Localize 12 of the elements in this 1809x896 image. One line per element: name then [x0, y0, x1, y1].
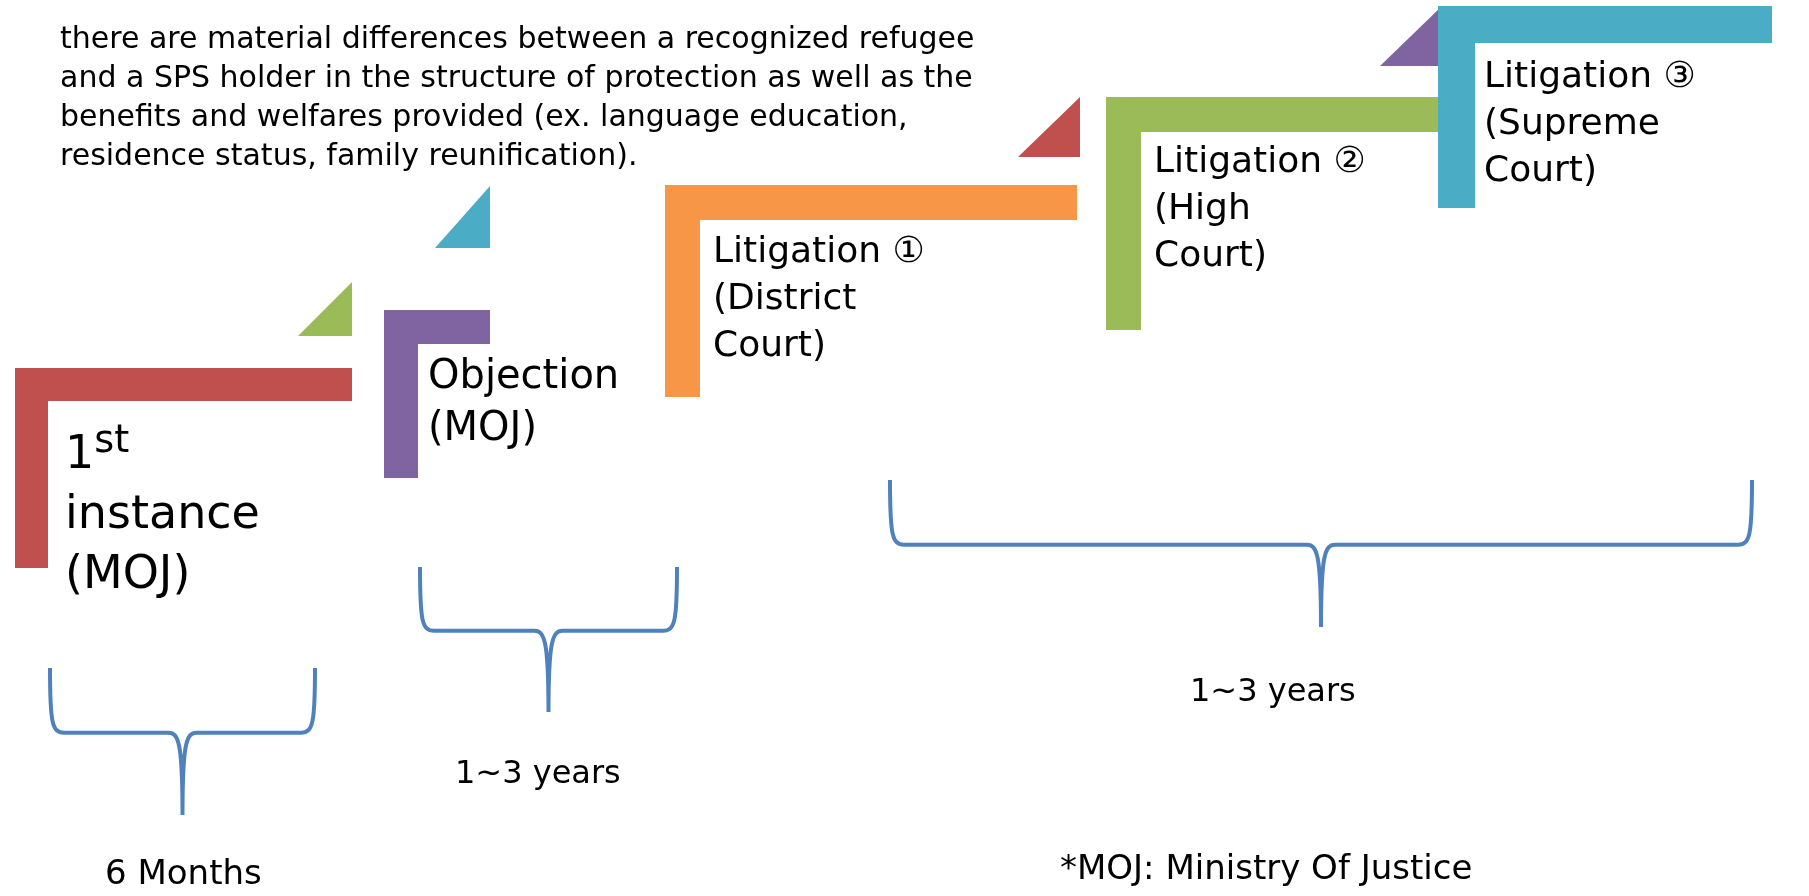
- duration-label: 1~3 years: [1190, 670, 1356, 711]
- note-text: there are material differences between a recognized refugee and a SPS holder in the structure of protection as well as the benefits and welfares provided (ex. language education, residence status, family reunification).: [60, 19, 976, 174]
- step-label: Litigation ① (District Court): [713, 228, 926, 366]
- step-shape: [1438, 6, 1772, 208]
- step-label: 1$^{st}$ instance (MOJ): [65, 415, 261, 601]
- duration-label: 1~3 years: [455, 752, 621, 793]
- duration-label: 6 Months: [105, 851, 262, 894]
- step-shape: [665, 185, 1077, 397]
- footnote: *MOJ: Ministry Of Justice: [1060, 846, 1473, 889]
- step-label: Litigation ② (High Court): [1154, 138, 1367, 276]
- step-label: Objection (MOJ): [428, 350, 621, 451]
- step-label: Litigation ③ (Supreme Court): [1484, 53, 1697, 191]
